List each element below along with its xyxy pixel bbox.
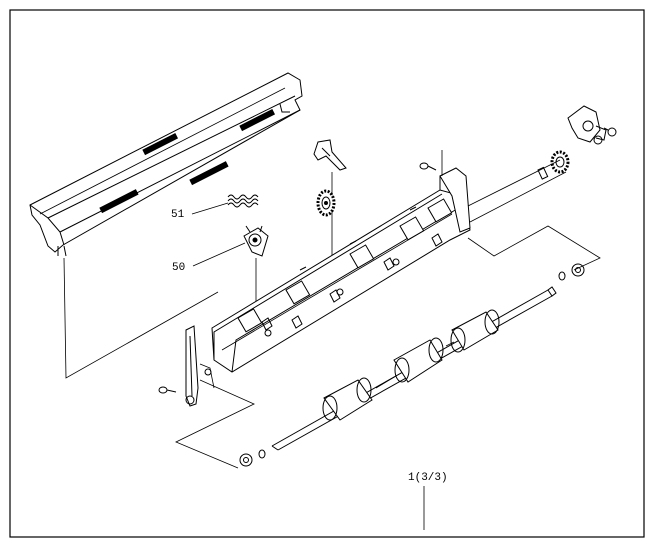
shaft-leader — [467, 159, 567, 223]
spring-51-icon — [227, 194, 259, 208]
bushing-right-icon — [571, 263, 585, 277]
frame-assembly-icon — [185, 167, 471, 407]
right-leader-lines — [467, 225, 601, 271]
e-ring-right-icon — [603, 127, 617, 137]
gear-bracket-50-icon — [243, 225, 269, 257]
pin-icon — [537, 166, 549, 180]
assembly-ref-label: 1(3/3) — [408, 472, 448, 484]
upper-guide-cover-icon — [29, 72, 303, 257]
screw-top-icon — [419, 162, 437, 171]
clip-icon — [313, 139, 347, 270]
callout-50-label: 50 — [172, 262, 185, 274]
bushing-left-icon — [239, 453, 253, 467]
lower-left-leader — [175, 379, 255, 469]
callout-50: 50 — [172, 242, 246, 274]
diagram-frame — [9, 9, 645, 538]
gear-icon — [316, 189, 336, 217]
gear-right-icon — [550, 150, 570, 174]
roller-shaft-icon — [271, 286, 557, 451]
callout-assembly-ref: 1(3/3) — [408, 472, 448, 530]
callout-51: 51 — [171, 202, 229, 221]
callout-51-label: 51 — [171, 209, 185, 221]
bracket-right-icon — [567, 105, 607, 145]
cover-leader-lines — [63, 257, 219, 379]
e-ring-left-icon — [258, 449, 266, 459]
e-ring-right-lower-icon — [558, 271, 566, 281]
screw-left-icon — [158, 386, 177, 394]
